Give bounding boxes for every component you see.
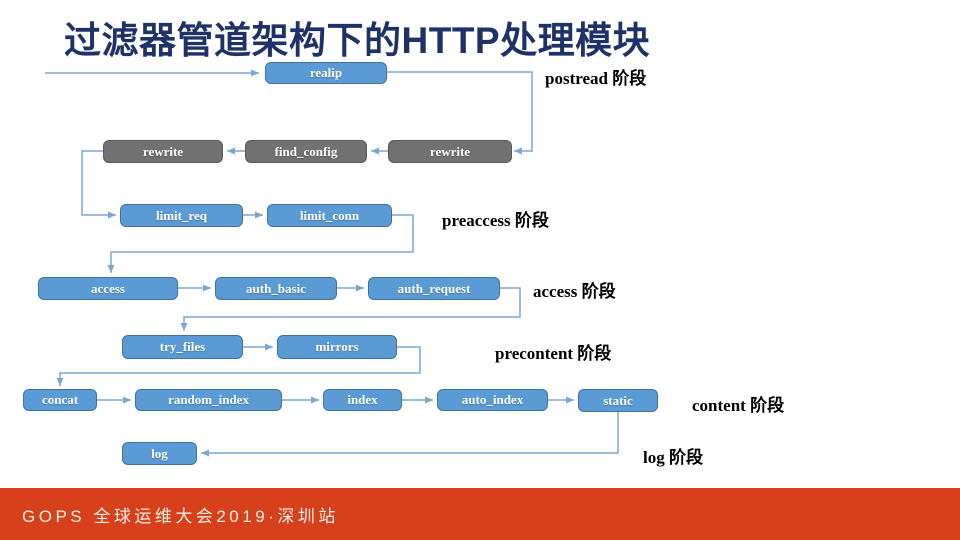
node-auth-request: auth_request <box>368 277 500 300</box>
node-try-files: try_files <box>122 335 243 359</box>
node-auto-index: auto_index <box>437 389 548 411</box>
page-title: 过滤器管道架构下的HTTP处理模块 <box>64 20 651 61</box>
phase-label-access: access 阶段 <box>533 282 616 301</box>
node-access: access <box>38 277 178 300</box>
footer-banner: GOPS 全球运维大会2019·深圳站 <box>0 488 960 540</box>
node-auth-basic: auth_basic <box>215 277 337 300</box>
phase-label-log: log 阶段 <box>643 448 703 467</box>
node-find-config: find_config <box>245 140 367 163</box>
connector-static-to-log <box>201 412 619 457</box>
node-rewrite-post: rewrite <box>388 140 512 163</box>
node-realip: realip <box>265 62 387 84</box>
node-random-index: random_index <box>135 389 282 411</box>
node-limit-req: limit_req <box>120 204 243 227</box>
phase-label-precontent: precontent 阶段 <box>495 344 612 363</box>
phase-label-postread: postread 阶段 <box>545 69 647 88</box>
node-index: index <box>323 389 402 411</box>
node-rewrite-srv: rewrite <box>103 140 223 163</box>
node-concat: concat <box>23 389 97 411</box>
phase-label-preaccess: preaccess 阶段 <box>442 211 549 230</box>
node-limit-conn: limit_conn <box>267 204 392 227</box>
node-log: log <box>122 442 197 465</box>
node-mirrors: mirrors <box>277 335 397 359</box>
footer-text: GOPS 全球运维大会2019·深圳站 <box>22 506 339 526</box>
node-static: static <box>578 389 658 412</box>
phase-label-content: content 阶段 <box>692 396 785 415</box>
